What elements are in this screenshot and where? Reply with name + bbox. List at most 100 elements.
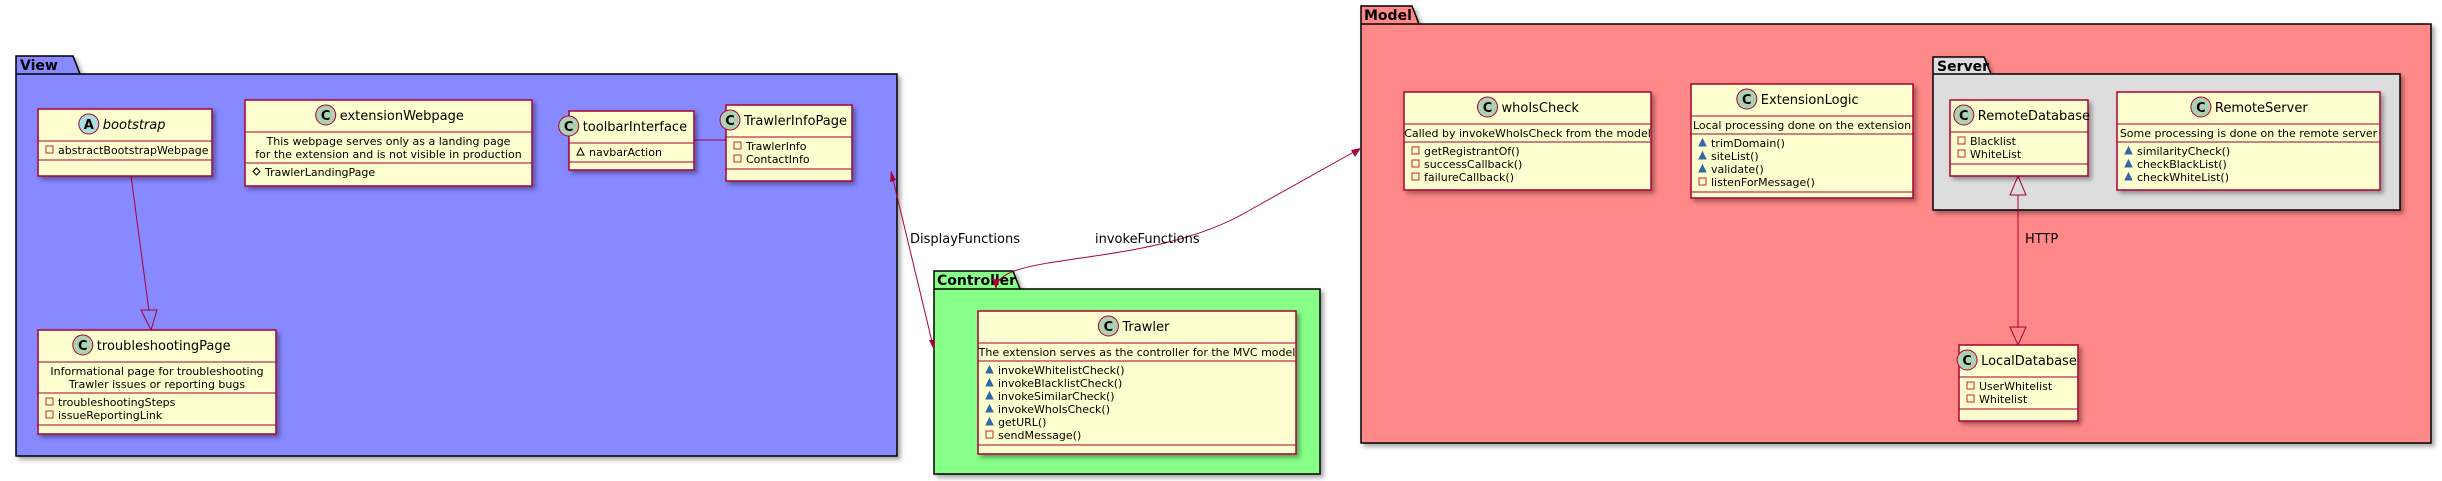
class-description: Trawler issues or reporting bugs — [68, 378, 245, 391]
class-member: WhiteList — [1970, 148, 2022, 161]
class-name: ExtensionLogic — [1761, 93, 1859, 108]
http-label: HTTP — [2025, 232, 2058, 247]
class-description: Informational page for troubleshooting — [50, 365, 263, 378]
class-stereotype-letter: A — [84, 118, 94, 133]
class-description: Local processing done on the extension — [1693, 119, 1911, 132]
class-icon — [315, 104, 337, 126]
class-member: listenForMessage() — [1711, 176, 1815, 189]
invoke-functions-arrowhead-model — [1351, 148, 1361, 157]
class-icon — [1736, 88, 1758, 110]
class-stereotype-letter: C — [725, 114, 735, 129]
class-box — [1690, 83, 1914, 199]
visibility-public-icon — [985, 364, 994, 374]
class-member: navbarAction — [589, 146, 662, 159]
class-member: trimDomain() — [1711, 137, 1785, 150]
class-member: invokeBlacklistCheck() — [998, 377, 1122, 390]
class-stereotype-letter: C — [1959, 109, 1969, 124]
invoke-functions-line — [995, 147, 1362, 290]
visibility-public-icon — [1698, 163, 1707, 173]
visibility-protected-icon — [576, 146, 585, 156]
class-name: troubleshootingPage — [97, 339, 231, 354]
visibility-private-icon — [1698, 177, 1707, 186]
visibility-private-icon — [733, 154, 742, 163]
class-member: invokeWhitelistCheck() — [998, 364, 1125, 377]
class-description: The extension serves as the controller f… — [978, 346, 1296, 359]
class-name: whoIsCheck — [1502, 101, 1580, 116]
display-functions-arrowhead-view — [890, 171, 896, 182]
visibility-public-icon — [1698, 137, 1707, 147]
http-arrowhead-local — [2009, 326, 2027, 347]
visibility-public-icon — [1698, 150, 1707, 160]
visibility-public-icon — [985, 390, 994, 400]
display-functions-label: DisplayFunctions — [910, 232, 1020, 247]
class-box — [977, 310, 1297, 455]
class-box — [244, 99, 533, 187]
class-description: for the extension and is not visible in … — [255, 148, 522, 161]
class-member: issueReportingLink — [58, 409, 163, 422]
class-member: successCallback() — [1424, 158, 1522, 171]
class-icon — [1956, 349, 1978, 371]
visibility-private-icon — [1411, 172, 1420, 181]
visibility-private-icon — [1957, 136, 1966, 145]
class-icon — [1477, 96, 1498, 118]
class-member: abstractBootstrapWebpage — [58, 144, 209, 157]
visibility-public-icon — [985, 416, 994, 426]
class-member: failureCallback() — [1424, 171, 1514, 184]
visibility-private-icon — [1966, 381, 1975, 390]
class-name: LocalDatabase — [1981, 354, 2077, 369]
http-arrowhead-remote — [2009, 174, 2027, 196]
package-model-title: Model — [1364, 8, 1412, 24]
visibility-private-icon — [985, 430, 994, 439]
class-icon — [558, 115, 580, 137]
display-functions-line — [890, 170, 935, 351]
class-name: RemoteDatabase — [1978, 109, 2090, 124]
class-stereotype-letter: C — [1962, 354, 1972, 369]
relations: DisplayFunctions invokeFunctions HTTP — [130, 136, 2058, 351]
package-view-title: View — [20, 58, 58, 74]
class-member: similarityCheck() — [2137, 145, 2230, 158]
visibility-public-icon — [2124, 145, 2133, 155]
invoke-functions-arrowhead-controller — [992, 279, 1000, 289]
visibility-private-icon — [45, 145, 54, 154]
class-name: TrawlerInfoPage — [743, 114, 847, 129]
class-box — [725, 104, 853, 182]
class-stereotype-letter: C — [1104, 320, 1114, 335]
visibility-private-icon — [1966, 394, 1975, 403]
class-icon — [2190, 96, 2212, 118]
class-member: TrawlerInfo — [745, 140, 807, 153]
visibility-package-icon — [252, 167, 261, 176]
class-member: UserWhitelist — [1979, 380, 2053, 393]
invoke-functions-label: invokeFunctions — [1095, 232, 1200, 247]
inheritance-line-bootstrap — [130, 175, 150, 312]
class-icon — [719, 109, 741, 131]
class-box — [1958, 344, 2079, 422]
display-functions-arrowhead-controller — [929, 340, 935, 350]
class-box — [2116, 91, 2381, 191]
class-icon — [1097, 315, 1119, 337]
class-stereotype-letter: C — [1742, 93, 1752, 108]
class-member: checkBlackList() — [2137, 158, 2227, 171]
class-member: ContactInfo — [746, 153, 810, 166]
class-member: getRegistrantOf() — [1424, 145, 1520, 158]
class-description: Called by invokeWhoIsCheck from the mode… — [1404, 127, 1651, 140]
class-member: troubleshootingSteps — [58, 396, 176, 409]
class-member: validate() — [1711, 163, 1764, 176]
class-member: siteList() — [1711, 150, 1759, 163]
class-box — [37, 108, 213, 177]
class-description: Some processing is done on the remote se… — [2120, 127, 2378, 140]
visibility-private-icon — [45, 397, 54, 406]
class-member: checkWhiteList() — [2137, 171, 2229, 184]
